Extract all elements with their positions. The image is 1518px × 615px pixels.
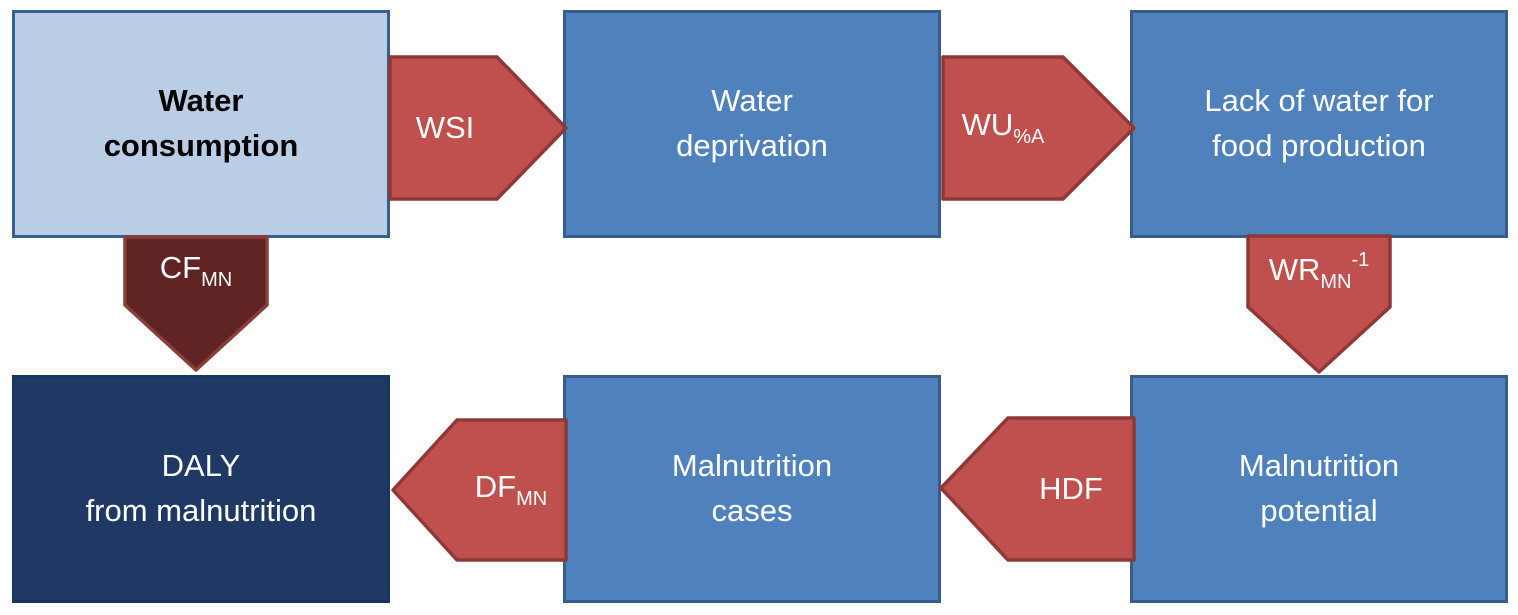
box-water-consumption-line2: consumption	[103, 128, 299, 163]
box-daly-label: DALY from malnutrition	[86, 444, 317, 534]
box-malnutrition-cases-line2: cases	[711, 493, 793, 528]
right-arrow-icon-wu	[941, 55, 1136, 201]
down-arrow-icon-wr	[1246, 234, 1392, 374]
box-malnutrition-potential-label: Malnutrition potential	[1239, 444, 1399, 534]
right-arrow-icon-wsi	[388, 55, 568, 201]
box-water-deprivation: Water deprivation	[563, 10, 941, 238]
wr-arrow-shape	[1246, 234, 1392, 374]
df-arrow-shape	[391, 418, 568, 562]
box-malnutrition-cases-label: Malnutrition cases	[672, 444, 832, 534]
box-water-deprivation-line2: deprivation	[676, 128, 828, 163]
left-arrow-icon-hdf	[939, 416, 1136, 562]
cf-arrow-shape	[123, 235, 269, 372]
wsi-arrow-shape	[388, 55, 568, 201]
box-water-deprivation-label: Water deprivation	[676, 79, 828, 169]
box-lack-of-water-for-food-production: Lack of water for food production	[1130, 10, 1508, 238]
wu-arrow-shape	[941, 55, 1136, 201]
box-water-consumption-line1: Water	[158, 83, 244, 119]
box-daly-line2: from malnutrition	[85, 493, 317, 528]
box-water-consumption: Water consumption	[12, 10, 390, 238]
box-lack-of-water-line2: food production	[1212, 128, 1426, 163]
hdf-arrow-shape	[939, 416, 1136, 562]
box-malnutrition-potential-line2: potential	[1260, 493, 1378, 528]
box-malnutrition-potential-line1: Malnutrition	[1238, 448, 1400, 484]
down-arrow-icon-cf	[123, 235, 269, 372]
box-malnutrition-cases: Malnutrition cases	[563, 375, 941, 603]
box-daly-line1: DALY	[161, 448, 241, 484]
box-lack-of-water-label: Lack of water for food production	[1204, 79, 1433, 169]
left-arrow-icon-df	[391, 418, 568, 562]
box-daly-from-malnutrition: DALY from malnutrition	[12, 375, 390, 603]
box-malnutrition-cases-line1: Malnutrition	[671, 448, 833, 484]
box-malnutrition-potential: Malnutrition potential	[1130, 375, 1508, 603]
box-lack-of-water-line1: Lack of water for	[1204, 83, 1434, 119]
box-water-consumption-label: Water consumption	[104, 79, 299, 169]
box-water-deprivation-line1: Water	[711, 83, 793, 119]
